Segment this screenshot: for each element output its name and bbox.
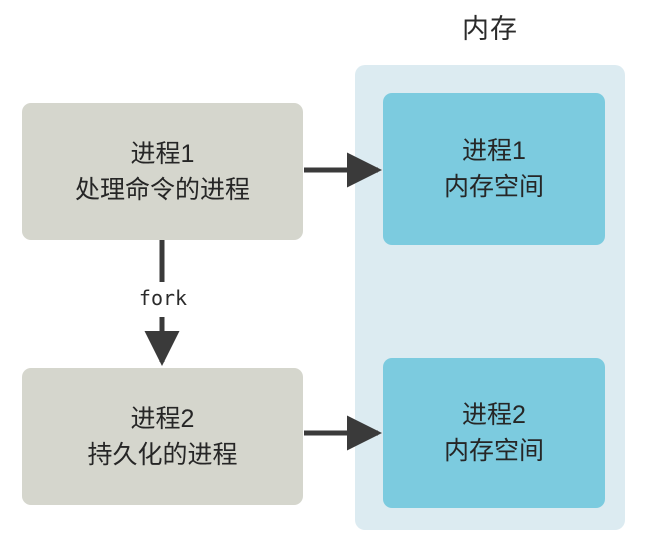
page-title: 内存 <box>462 14 518 44</box>
memory-node-1-title: 进程1 <box>462 137 526 165</box>
memory-node-2[interactable]: 进程2 内存空间 <box>383 358 605 508</box>
memory-node-1[interactable]: 进程1 内存空间 <box>383 93 605 245</box>
process-node-1-subtitle: 处理命令的进程 <box>74 175 250 204</box>
process-node-2[interactable]: 进程2 持久化的进程 <box>22 368 303 505</box>
process-node-1-title: 进程1 <box>130 139 195 168</box>
edge-label-fork: fork <box>138 286 188 310</box>
memory-node-2-subtitle: 内存空间 <box>443 437 544 465</box>
process-node-2-title: 进程2 <box>130 404 195 433</box>
process-node-1[interactable]: 进程1 处理命令的进程 <box>22 103 303 240</box>
memory-node-2-title: 进程2 <box>462 401 526 429</box>
process-node-2-subtitle: 持久化的进程 <box>87 440 238 469</box>
memory-node-1-subtitle: 内存空间 <box>443 173 544 201</box>
